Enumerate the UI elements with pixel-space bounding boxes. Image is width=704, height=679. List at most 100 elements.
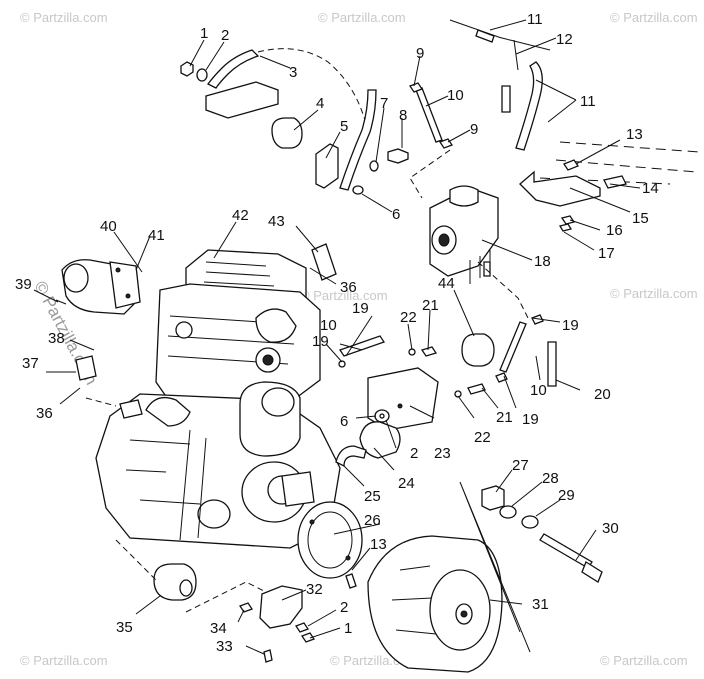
drain-hose-part (547, 341, 557, 387)
washer-part (454, 390, 462, 398)
callout-label: 14 (642, 180, 659, 197)
fitting-part (119, 399, 143, 419)
carburetor-bore (438, 233, 450, 247)
routing-line (409, 149, 451, 199)
vent-hose-part (515, 61, 543, 151)
exhaust-port-part (255, 308, 297, 343)
hose-clamp-part (338, 335, 386, 357)
intake-boot-group (55, 259, 141, 381)
callout-label: 21 (496, 409, 513, 426)
callout-label: 24 (398, 475, 415, 492)
callout-label: 15 (632, 210, 649, 227)
callout-label: 8 (399, 107, 407, 124)
strap-clamp-part (335, 445, 367, 468)
callout-label: 6 (340, 413, 348, 430)
washer-hole (379, 413, 385, 419)
carburetor-top-cap (449, 185, 479, 207)
nut-part (301, 632, 315, 643)
clutch-bolt-group (481, 485, 603, 583)
watermark-text: © Partzilla.com (610, 286, 698, 301)
rubber-mount-part (461, 333, 495, 367)
gasket-hole (345, 555, 351, 561)
assembly-lines (85, 261, 531, 653)
callout-label: 29 (558, 487, 575, 504)
crankcase-details (125, 439, 201, 505)
callout-label: 10 (320, 317, 337, 334)
callout-label: 1 (344, 620, 352, 637)
clutch-bore (460, 610, 468, 618)
bracket-part (315, 143, 339, 189)
watermark-text: © Partzilla.com (600, 653, 688, 668)
bolt-shank-part (539, 533, 593, 569)
top-left-group (180, 48, 409, 195)
callout-label: 42 (232, 207, 249, 224)
callout-label: 39 (15, 276, 32, 293)
callout-label: 2 (340, 599, 348, 616)
callout-label: 31 (532, 596, 549, 613)
clamp-part (531, 314, 544, 325)
cable-group (409, 19, 551, 199)
washer-part (196, 68, 208, 82)
callout-label: 34 (210, 620, 227, 637)
mount-stud (179, 579, 193, 597)
screw-part (563, 159, 579, 171)
cable-part (513, 39, 519, 71)
watermark-text: © Partzilla.com (300, 288, 388, 303)
fuel-line-part (415, 87, 443, 143)
sleeve-part (501, 85, 511, 113)
callout-label: 26 (364, 512, 381, 529)
clutch-weights (391, 565, 437, 635)
oil-filter-boss (197, 499, 231, 529)
clamp-part (409, 82, 423, 93)
crankshaft-stub (281, 471, 315, 507)
screw-part (345, 573, 357, 589)
callout-label: 1 (200, 25, 208, 42)
callout-label: 11 (580, 93, 596, 110)
callout-label: 13 (370, 536, 387, 553)
screw-part (420, 346, 438, 357)
spark-plug-boss (175, 321, 193, 339)
intake-port-bore (262, 354, 274, 366)
screw-part (467, 383, 486, 395)
leader-lines (33, 19, 641, 655)
callout-label: 6 (392, 206, 400, 223)
callout-label: 20 (594, 386, 611, 403)
callout-label: 33 (216, 638, 233, 655)
flange-hole (125, 293, 131, 299)
assembly-line (85, 397, 267, 613)
callout-label: 7 (380, 95, 388, 112)
washer-part (521, 515, 539, 529)
callout-label: 16 (606, 222, 623, 239)
washer-part (560, 215, 576, 225)
clutch-group (297, 501, 503, 673)
callout-label: 17 (598, 245, 615, 262)
spacer-part (481, 485, 505, 511)
callout-label: 12 (556, 31, 573, 48)
callout-label: 41 (148, 227, 165, 244)
callout-label: 19 (312, 333, 329, 350)
clamp-part (338, 360, 346, 368)
rubber-mount-part (271, 117, 303, 149)
callout-label: 18 (534, 253, 551, 270)
carburetor-jet (483, 261, 491, 277)
washer-part (369, 160, 379, 172)
watermark-text: © Partzilla.com (318, 10, 406, 25)
flange-hole (115, 267, 121, 273)
adjuster-part (603, 175, 627, 189)
callout-label: 38 (48, 330, 65, 347)
washer-part (295, 622, 309, 633)
intake-flange-part (109, 261, 141, 309)
cable-bracket-part (519, 170, 601, 207)
callout-label: 22 (400, 309, 417, 326)
callout-label: 40 (100, 218, 117, 235)
hose-part (207, 49, 260, 89)
callout-label: 25 (364, 488, 381, 505)
callout-label: 37 (22, 355, 39, 372)
plug-cap-part (75, 355, 97, 381)
mount-bracket-part (259, 585, 303, 629)
callout-label: 19 (352, 300, 369, 317)
washer-part (352, 185, 364, 195)
callout-label: 28 (542, 470, 559, 487)
callout-label: 32 (306, 581, 323, 598)
